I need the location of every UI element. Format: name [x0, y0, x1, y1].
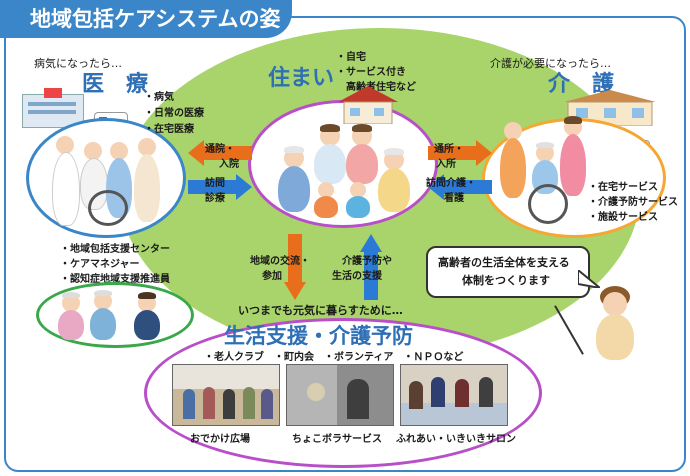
care-items: ・在宅サービス ・介護予防サービス ・施設サービス — [588, 178, 678, 223]
arrow-label-left-bottom: 訪問 診療 — [205, 178, 225, 204]
caregiver-illustration — [498, 116, 594, 226]
living-support-items: ・老人クラブ ・町内会 ・ボランティア ・ＮＰＯなど — [204, 352, 464, 363]
medical-item: ・日常の医療 — [144, 108, 204, 119]
arrow-label-up: 介護予防や 生活の支援 — [332, 256, 392, 282]
living-support-caption: いつまでも元気に暮らすために… — [238, 304, 403, 317]
photo-caption: ちょこボラサービス — [292, 434, 382, 445]
arrow-label-right-bottom: 訪問介護・ 看護 — [426, 178, 476, 204]
arrow-to-medical — [188, 140, 252, 166]
photo-fureai — [400, 364, 508, 426]
medical-heading: 医 療 — [82, 72, 149, 97]
care-item: ・在宅サービス — [588, 182, 658, 193]
page-title: 地域包括ケアシステムの姿 — [0, 0, 292, 38]
speech-line: 体制をつくります — [462, 274, 550, 287]
care-item: ・介護予防サービス — [588, 197, 678, 208]
medical-staff-illustration — [48, 132, 178, 230]
support-center-item: ・ケアマネジャー — [60, 259, 140, 270]
care-caption: 介護が必要になったら… — [490, 57, 611, 70]
support-center-item: ・認知症地域支援推進員 — [60, 274, 170, 285]
housing-items: ・自宅 ・サービス付き 高齢者住宅など — [336, 48, 416, 93]
photo-chokobora — [286, 364, 394, 426]
arrow-from-medical — [188, 174, 252, 200]
support-center-item: ・地域包括支援センター — [60, 244, 170, 255]
living-support-heading: 生活支援・介護予防 — [224, 324, 413, 348]
housing-heading: 住まい — [268, 66, 335, 91]
housing-item: 高齢者住宅など — [336, 82, 416, 93]
photo-caption: おでかけ広場 — [190, 434, 250, 445]
speech-bubble — [426, 246, 590, 298]
photo-odekake — [172, 364, 280, 426]
family-illustration — [272, 122, 422, 222]
photo-caption: ふれあい・いきいきサロン — [396, 434, 516, 445]
support-staff-illustration — [56, 288, 174, 344]
outer-frame — [4, 16, 686, 472]
arrow-from-care — [428, 174, 492, 200]
housing-item: ・自宅 — [336, 52, 366, 63]
arrow-label-right-top: 通所・ 入所 — [434, 144, 464, 170]
speech-line: 高齢者の生活全体を支える — [438, 256, 570, 269]
arrow-label-left-top: 通院・ 入院 — [205, 144, 239, 170]
house-illustration — [334, 84, 402, 125]
housing-item: ・サービス付き — [336, 67, 406, 78]
arrow-to-care — [428, 140, 492, 166]
medical-item: ・在宅医療 — [144, 124, 194, 135]
arrow-label-down: 地域の交流・ 参加 — [250, 256, 310, 282]
arrow-up-support — [360, 234, 382, 300]
arrow-down-community — [284, 234, 306, 300]
presenter-illustration — [554, 286, 644, 366]
medical-caption: 病気になったら… — [34, 57, 122, 70]
hospital-illustration — [22, 88, 88, 128]
support-center-items: ・地域包括支援センター ・ケアマネジャー ・認知症地域支援推進員 — [60, 240, 170, 285]
speech-bubble-tail — [577, 267, 604, 292]
care-item: ・施設サービス — [588, 212, 658, 223]
medical-items: ・病気 ・日常の医療 ・在宅医療 — [144, 88, 204, 135]
medical-item: ・病気 — [144, 92, 174, 103]
